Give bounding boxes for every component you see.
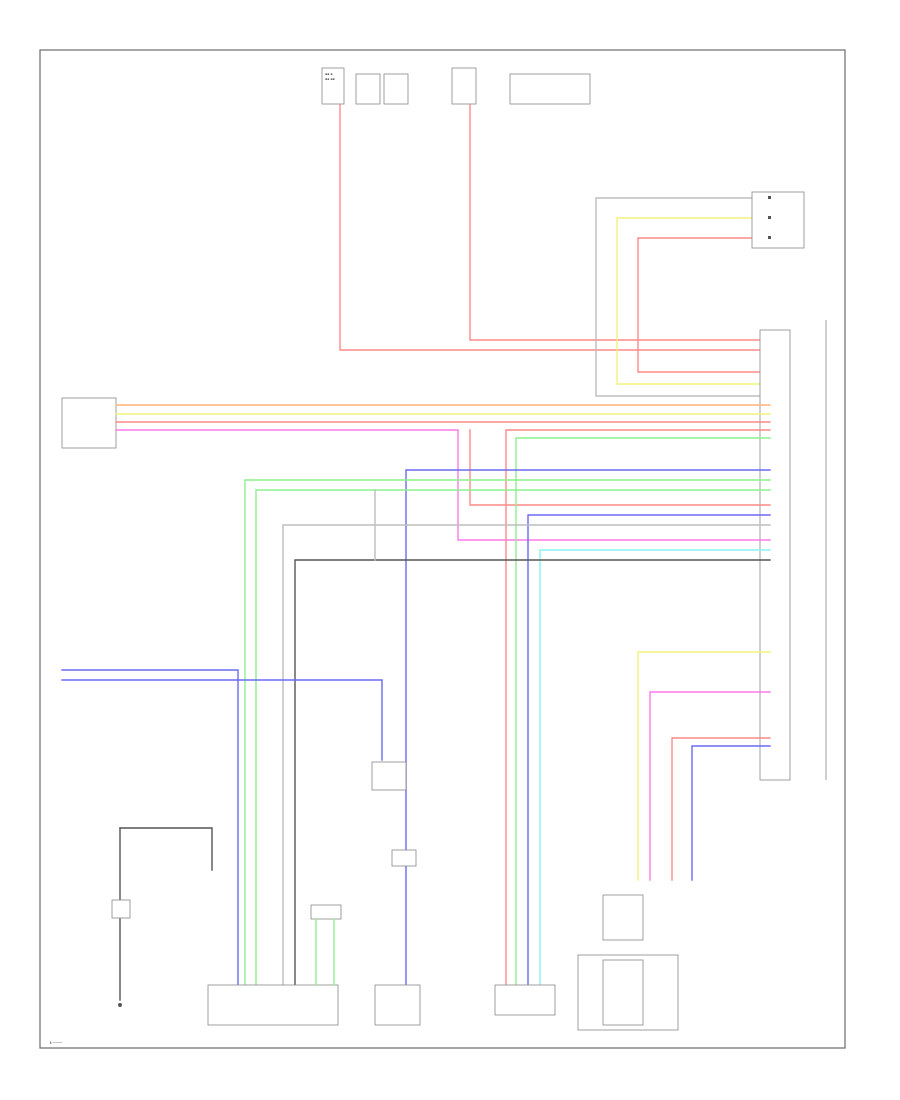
- wire-blue-left-in-2: [61, 679, 383, 761]
- top-right-sensor-block: [751, 191, 805, 249]
- wire-green-left-2: [255, 489, 771, 986]
- wire-gray-top-right: [595, 197, 771, 397]
- top-right-fuse-feed: [451, 67, 591, 105]
- wire-yellow-lower: [637, 651, 771, 881]
- wire-blue-left-in-1: [61, 669, 239, 986]
- wire-pink-bus: [115, 429, 771, 541]
- relay-box: [371, 761, 407, 791]
- wire-blue-drop: [527, 514, 771, 986]
- wire-blue-lower: [691, 745, 771, 881]
- top-left-fuse-feed: ▪▪ ▪ ▪▪ ▪▪: [321, 67, 409, 105]
- bottom-left-ecu: [207, 984, 339, 1026]
- wire-green-drop: [515, 437, 771, 986]
- wire-cyan-drop: [539, 549, 771, 986]
- wire-red-to-mid: [469, 429, 771, 506]
- wire-gray-left: [282, 524, 771, 986]
- wire-red-drop: [505, 429, 771, 986]
- svg-text:▪▪ ▪: ▪▪ ▪: [325, 72, 333, 76]
- wire-green-left-1: [244, 479, 771, 986]
- wire-dark-ground: [294, 559, 771, 986]
- bottom-left-switch: [111, 827, 213, 1007]
- main-ecu-connector: [759, 329, 791, 781]
- small-green-component: [310, 904, 342, 986]
- diagram-frame: [39, 49, 846, 1049]
- bottom-right-module: [577, 894, 679, 1031]
- bottom-center-ecu: [374, 984, 421, 1026]
- wire-red-top-right: [637, 237, 771, 373]
- wire-red-lower: [671, 737, 771, 881]
- wire-pink-lower: [649, 691, 771, 881]
- svg-text:▪▪ ▪▪: ▪▪ ▪▪: [325, 77, 335, 81]
- wire-red-feed-left: [339, 104, 771, 351]
- mid-device: [391, 849, 417, 867]
- wire-blue-to-mid: [405, 469, 771, 986]
- left-connector: [61, 397, 117, 449]
- footer-note: ℹ ────: [50, 1040, 63, 1045]
- wire-red-feed-right: [469, 104, 771, 341]
- wire-yellow-top-right: [616, 217, 771, 385]
- bottom-right-ecu: [494, 984, 556, 1016]
